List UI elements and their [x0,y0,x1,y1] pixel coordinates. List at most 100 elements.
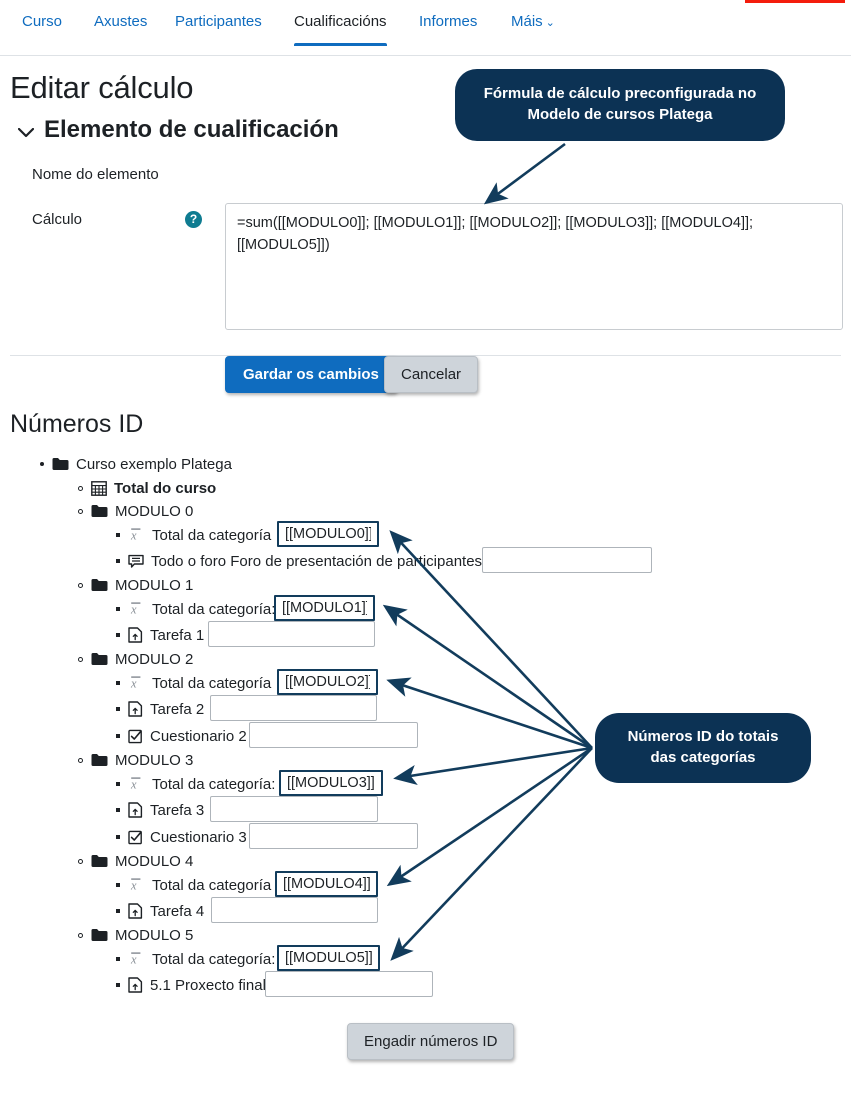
xbar-icon: x [128,601,145,618]
tree-item: Tarefa 2 [116,698,204,720]
quiz-icon [128,729,143,744]
tree-item-label: 5.1 Proxecto final [150,976,266,994]
tree-item-label: Total do curso [114,479,217,497]
tree-item: 5.1 Proxecto final [116,974,266,996]
page-title: Editar cálculo [10,70,194,105]
tree-item-label: Tarefa 1 [150,626,205,644]
tree-item: Tarefa 4 [116,900,204,922]
list-bullet [116,607,120,611]
tree-item-label: Total da categoría: [152,950,276,968]
nav-tab-informes[interactable]: Informes [419,13,477,30]
idnumber-input[interactable] [482,547,652,573]
tree-item: Cuestionario 2 [116,725,247,747]
tree-item-label: Tarefa 2 [150,700,205,718]
help-icon[interactable]: ? [185,211,202,228]
tree-item-label: Total da categoría: [152,775,276,793]
tree-item: Tarefa 3 [116,799,204,821]
tree-item: Todo o foro Foro de presentación de part… [116,550,482,572]
list-bullet [40,462,44,466]
tree-item: MODULO 2 [78,648,193,670]
svg-text:x: x [130,602,137,616]
tree-item-label: Cuestionario 2 [150,727,247,745]
svg-text:x: x [130,952,137,966]
tree-item-label: MODULO 4 [115,852,194,870]
idnumber-input[interactable] [275,871,378,897]
list-bullet [116,559,120,563]
idnumber-input[interactable] [210,695,377,721]
tree-item: Curso exemplo Platega [40,453,232,475]
folder-icon [91,652,108,666]
idnumber-input[interactable] [277,945,380,971]
top-red-bar [745,0,845,3]
xbar-icon: x [128,951,145,968]
tree-item: x Total da categoría [116,524,271,546]
nav-tab-label: Máis [511,13,543,30]
idnumber-input[interactable] [277,669,378,695]
xbar-icon: x [128,776,145,793]
calculation-textarea[interactable] [225,203,843,330]
list-bullet [116,707,120,711]
tree-item: x Total da categoría: [116,773,275,795]
ids-section-title: Números ID [10,410,144,438]
tree-item: x Total da categoría: [116,948,275,970]
idnumber-input[interactable] [211,897,378,923]
assignment-icon [128,802,143,818]
nav-tab-axustes[interactable]: Axustes [94,13,147,30]
folder-icon [91,578,108,592]
nav-tab-label: Axustes [94,13,148,30]
list-bullet [116,983,120,987]
tree-item-label: Total da categoría [152,526,272,544]
chevron-down-icon: ⌄ [545,17,555,29]
folder-icon [52,457,69,471]
idnumber-input[interactable] [279,770,383,796]
tree-item-label: Tarefa 4 [150,902,205,920]
idnumber-input[interactable] [249,722,418,748]
nav-tab-curso[interactable]: Curso [22,13,62,30]
list-bullet [116,835,120,839]
list-bullet [116,782,120,786]
tree-item: MODULO 3 [78,749,193,771]
assignment-icon [128,903,143,919]
tree-item: Cuestionario 3 [116,826,247,848]
list-bullet [78,485,83,491]
idnumber-input[interactable] [249,823,418,849]
tree-item-label: Cuestionario 3 [150,828,247,846]
list-bullet [78,656,83,662]
nav-tab-participantes[interactable]: Participantes [175,13,262,30]
nav-tab-label: Curso [22,13,63,30]
assignment-icon [128,627,143,643]
callout-category-ids: Números ID do totais das categorías [595,713,811,783]
list-bullet [78,508,83,514]
tree-item: MODULO 4 [78,850,193,872]
forum-icon [128,554,144,569]
chevron-down-icon[interactable] [17,123,35,143]
list-bullet [116,533,120,537]
list-bullet [78,858,83,864]
calculation-label: Cálculo [32,211,83,228]
active-tab-underline [294,43,387,46]
section-heading: Elemento de cualificación [18,116,339,144]
tree-item-label: MODULO 3 [115,751,194,769]
nav-tab-m-is[interactable]: Máis⌄ [511,13,555,30]
idnumber-input[interactable] [274,595,375,621]
list-bullet [116,909,120,913]
tree-item: MODULO 5 [78,924,193,946]
callout-formula: Fórmula de cálculo preconfigurada no Mod… [455,69,785,141]
idnumber-input[interactable] [210,796,378,822]
svg-text:x: x [130,528,137,542]
idnumber-input[interactable] [208,621,375,647]
list-bullet [116,808,120,812]
element-name-label: Nome do elemento [32,166,159,183]
nav-tab-cualificaci-ns[interactable]: Cualificacións [294,13,387,46]
tree-item-label: Todo o foro Foro de presentación de part… [151,552,483,570]
cancel-button[interactable]: Cancelar [384,356,479,393]
idnumber-input[interactable] [277,521,379,547]
add-id-numbers-button[interactable]: Engadir números ID [347,1023,515,1060]
assignment-icon [128,701,143,717]
save-button[interactable]: Gardar os cambios [225,356,397,393]
tree-item-label: Curso exemplo Platega [76,455,232,473]
svg-text:x: x [130,676,137,690]
idnumber-input[interactable] [265,971,433,997]
tree-item-label: Tarefa 3 [150,801,205,819]
